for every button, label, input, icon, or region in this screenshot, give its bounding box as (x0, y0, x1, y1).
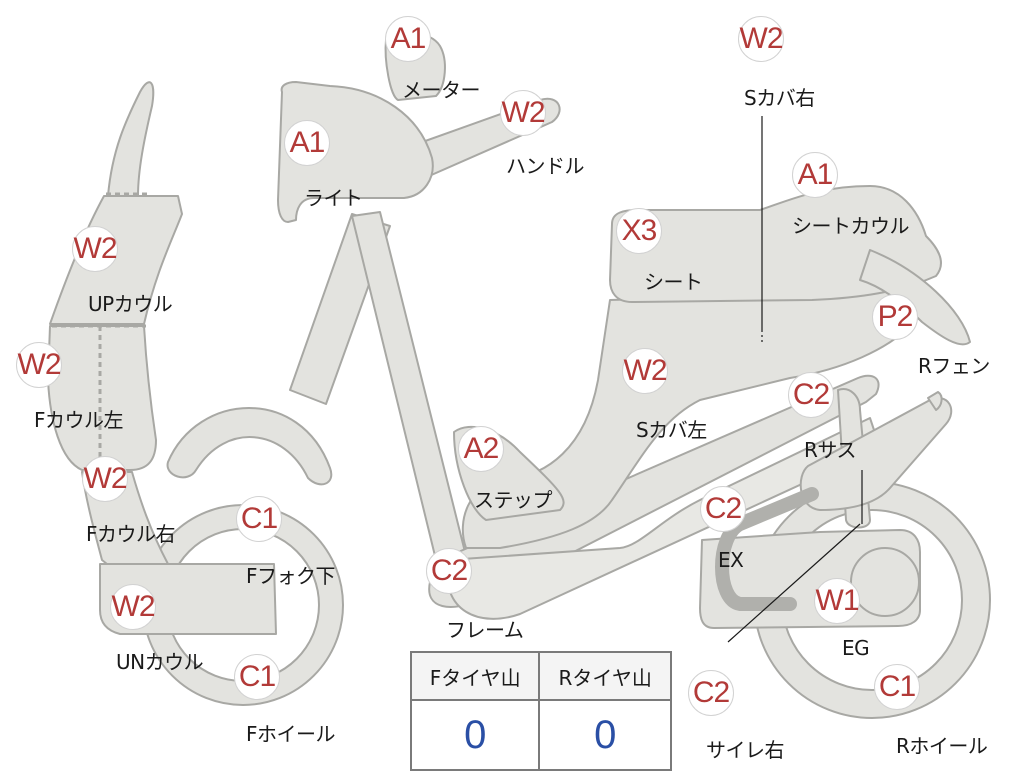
part-label: Sカバ右 (744, 86, 815, 110)
part-label: ライト (304, 186, 363, 210)
part-label: Fカウル右 (86, 522, 176, 546)
grade-badge: W2 (16, 342, 62, 388)
grade-badge: W2 (82, 456, 128, 502)
f-tire-header: Fタイヤ山 (409, 651, 541, 701)
tire-tread-table: Fタイヤ山 Rタイヤ山 0 0 (409, 651, 672, 771)
part-label: Sカバ左 (636, 418, 707, 442)
part-label: Rサス (804, 438, 857, 462)
grade-badge: C1 (874, 664, 920, 710)
grade-badge: C2 (688, 670, 734, 716)
grade-badge: A1 (792, 152, 838, 198)
grade-badge: W1 (814, 578, 860, 624)
part-label: EG (842, 636, 870, 660)
part-label: UNカウル (116, 650, 204, 674)
tire-table-value-row: 0 0 (409, 699, 672, 771)
grade-badge: C1 (234, 654, 280, 700)
part-label: EX (718, 548, 744, 572)
upper-nose-shape (107, 81, 155, 197)
grade-badge: W2 (72, 226, 118, 272)
grade-badge: A1 (284, 120, 330, 166)
grade-badge: W2 (110, 584, 156, 630)
part-label: ハンドル (506, 154, 585, 178)
r-tire-value: 0 (538, 699, 672, 771)
part-label: Rフェン (918, 354, 990, 378)
grade-badge: W2 (622, 348, 668, 394)
part-label: Fフォク下 (246, 564, 336, 588)
part-label: サイレ右 (706, 738, 785, 762)
grade-badge: C2 (700, 486, 746, 532)
seat-shape (609, 185, 942, 303)
rear-fender-tail-shape (859, 249, 971, 346)
part-label: UPカウル (88, 292, 173, 316)
silencer-end-shape (927, 391, 943, 411)
tire-table-header-row: Fタイヤ山 Rタイヤ山 (409, 651, 672, 701)
engine-hub-shape (850, 547, 920, 617)
part-label: Fカウル左 (34, 408, 124, 432)
f-tire-value: 0 (409, 699, 541, 771)
part-label: シート (644, 270, 703, 294)
r-tire-header: Rタイヤ山 (538, 651, 672, 701)
part-label: ステップ (474, 488, 553, 512)
grade-badge: A2 (458, 426, 504, 472)
grade-badge: P2 (872, 294, 918, 340)
frame-tube-shape (351, 211, 467, 561)
part-label: シートカウル (792, 214, 910, 238)
front-fender-shape (166, 407, 333, 486)
grade-badge: C2 (426, 548, 472, 594)
part-label: メーター (402, 78, 481, 102)
grade-badge: C2 (788, 372, 834, 418)
grade-badge: W2 (500, 90, 546, 136)
part-label: フレーム (446, 618, 524, 642)
f-cowl-left-shape (47, 325, 157, 471)
grade-badge: X3 (616, 208, 662, 254)
grade-badge: W2 (738, 16, 784, 62)
part-label: Fホイール (246, 722, 336, 746)
grade-badge: C1 (236, 496, 282, 542)
part-label: Rホイール (896, 734, 988, 758)
grade-badge: A1 (385, 16, 431, 62)
headlight-housing-shape (277, 81, 434, 223)
